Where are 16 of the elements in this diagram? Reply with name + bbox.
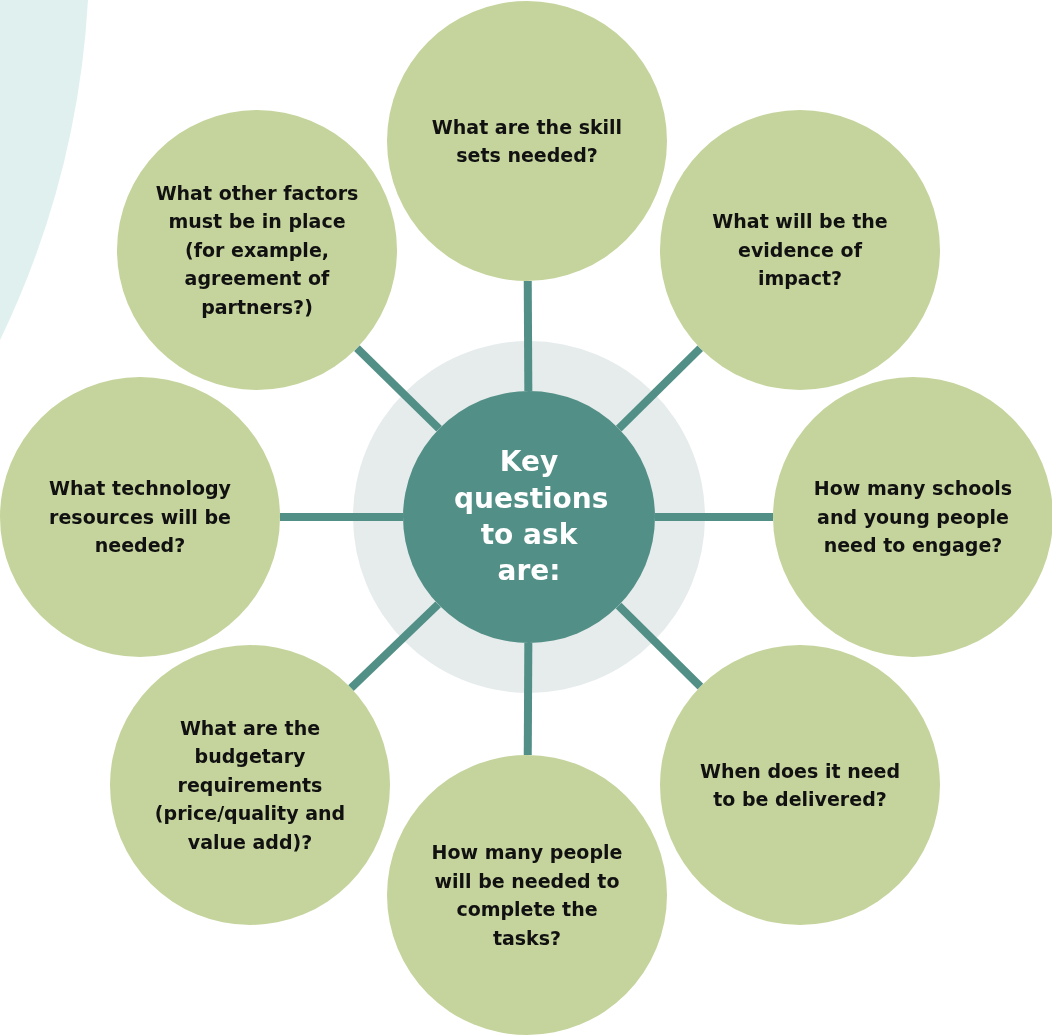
question-text: How many people will be needed to complete the tasks?: [430, 840, 624, 951]
question-text: What are the budgetary requirements (price/quality and value add)?: [153, 715, 347, 855]
connector-line: [523, 281, 533, 392]
connector-line: [615, 345, 704, 432]
question-text: What other factors must be in place (for example, agreement of partners?): [154, 180, 360, 320]
question-text: When does it need to be delivered?: [698, 758, 902, 812]
connector-line: [354, 345, 442, 432]
connector-line: [655, 513, 773, 521]
question-text: What will be the evidence of impact?: [711, 209, 889, 292]
question-text: What technology resources will be needed?: [48, 476, 232, 559]
question-text: What are the skill sets needed?: [430, 114, 624, 168]
connector-line: [523, 643, 533, 756]
question-text: How many schools and young people need to engage?: [812, 476, 1014, 559]
connector-line: [348, 601, 441, 691]
connector-line: [615, 602, 704, 690]
connector-line: [280, 513, 403, 521]
